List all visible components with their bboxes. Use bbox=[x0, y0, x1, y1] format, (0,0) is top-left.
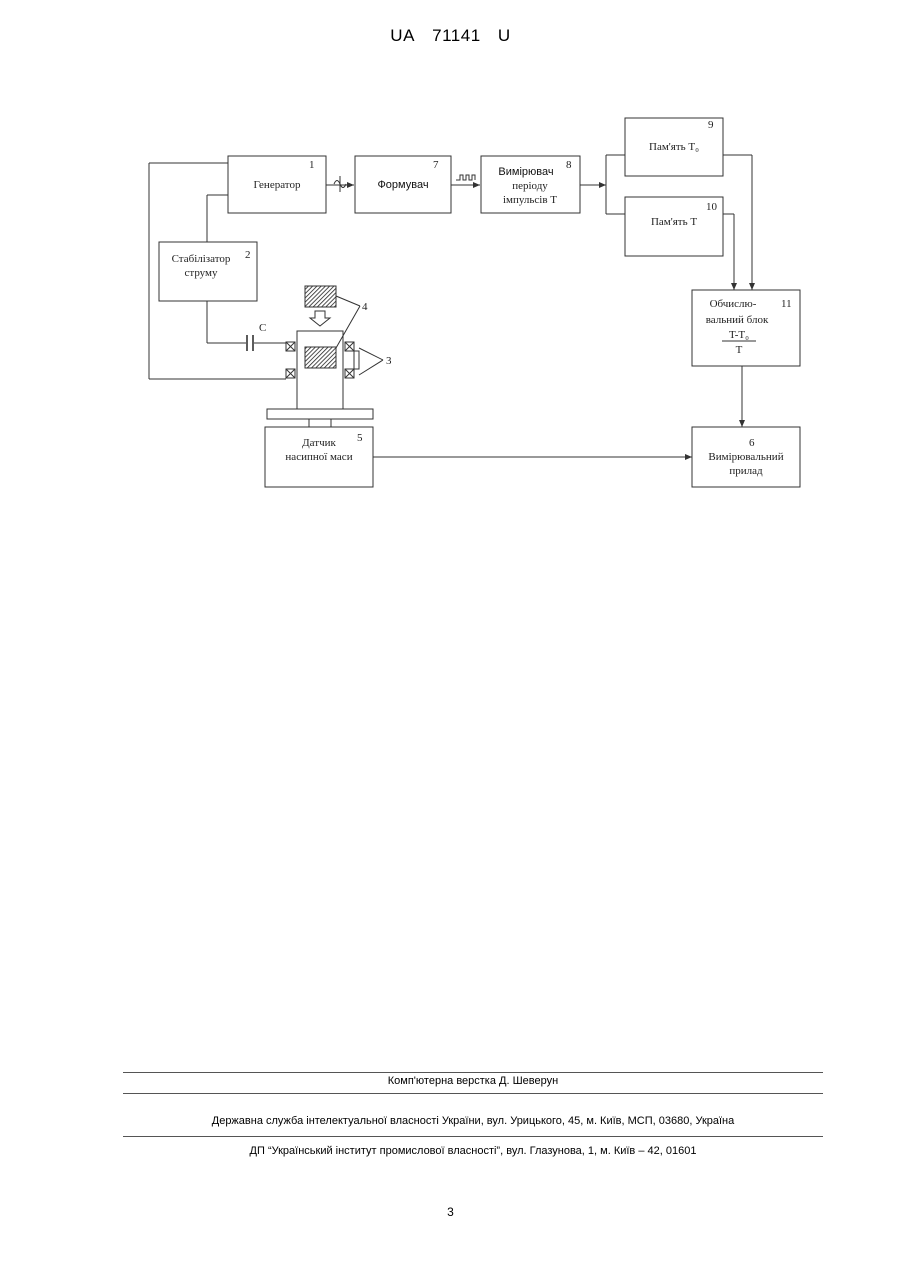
memory-t0-number: 9 bbox=[708, 119, 714, 131]
stabilizer-label-line1: Стабілізатор bbox=[172, 253, 231, 265]
coil-left-bottom bbox=[286, 369, 295, 378]
measuring-tube bbox=[297, 331, 343, 409]
footer-agency: Державна служба інтелектуальної власност… bbox=[123, 1115, 823, 1127]
compute-denominator: T bbox=[736, 344, 743, 356]
platform bbox=[267, 409, 373, 419]
footer-divider-3 bbox=[123, 1136, 823, 1137]
stabilizer-number: 2 bbox=[245, 249, 251, 261]
coils-number: 3 bbox=[386, 355, 392, 367]
shaper-number: 7 bbox=[433, 159, 439, 171]
meter-label-line2: прилад bbox=[729, 465, 763, 477]
generator-number: 1 bbox=[309, 159, 315, 171]
page-number: 3 bbox=[0, 1205, 901, 1219]
period-label-line3: імпульсів T bbox=[503, 194, 557, 206]
footer-institute: ДП “Український інститут промислової вла… bbox=[123, 1145, 823, 1157]
stabilizer-label-line2: струму bbox=[185, 267, 218, 279]
footer-divider-2 bbox=[123, 1093, 823, 1094]
meter-number: 6 bbox=[749, 437, 755, 449]
coil-left-top bbox=[286, 342, 295, 351]
sensor-label-line2: насипної маси bbox=[285, 451, 352, 463]
period-number: 8 bbox=[566, 159, 572, 171]
sensor-label-line1: Датчик bbox=[302, 437, 336, 449]
compute-numerator: T-T₀ bbox=[729, 329, 749, 341]
block-diagram: Генератор 1 Формувач 7 Вимірювач періоду… bbox=[0, 0, 901, 520]
period-label-line1: Вимірювач bbox=[498, 166, 553, 178]
footer-layout-credit: Комп'ютерна верстка Д. Шеверун bbox=[123, 1075, 823, 1087]
pulse-signal-icon bbox=[456, 175, 475, 180]
memory-t-number: 10 bbox=[706, 201, 718, 213]
load-arrow-icon bbox=[310, 311, 330, 326]
coil-right-top bbox=[345, 342, 354, 351]
period-label-line2: періоду bbox=[512, 180, 548, 192]
memory-t-label: Пам'ять T bbox=[651, 216, 697, 228]
shaper-label: Формувач bbox=[377, 179, 428, 191]
memory-t0-label: Пам'ять T₀ bbox=[649, 141, 699, 153]
capacitor-label: C bbox=[259, 322, 266, 334]
generator-label: Генератор bbox=[254, 179, 301, 191]
compute-number: 11 bbox=[781, 298, 792, 310]
footer-divider-1 bbox=[123, 1072, 823, 1073]
meter-label-line1: Вимірювальний bbox=[708, 451, 783, 463]
compute-label-line2: вальний блок bbox=[706, 314, 769, 326]
core-sample-inner bbox=[305, 347, 336, 368]
compute-label-line1: Обчислю- bbox=[710, 298, 757, 310]
coil-right-bottom bbox=[345, 369, 354, 378]
core-sample-top bbox=[305, 286, 336, 307]
sensor-number: 5 bbox=[357, 432, 363, 444]
core-number: 4 bbox=[362, 301, 368, 313]
